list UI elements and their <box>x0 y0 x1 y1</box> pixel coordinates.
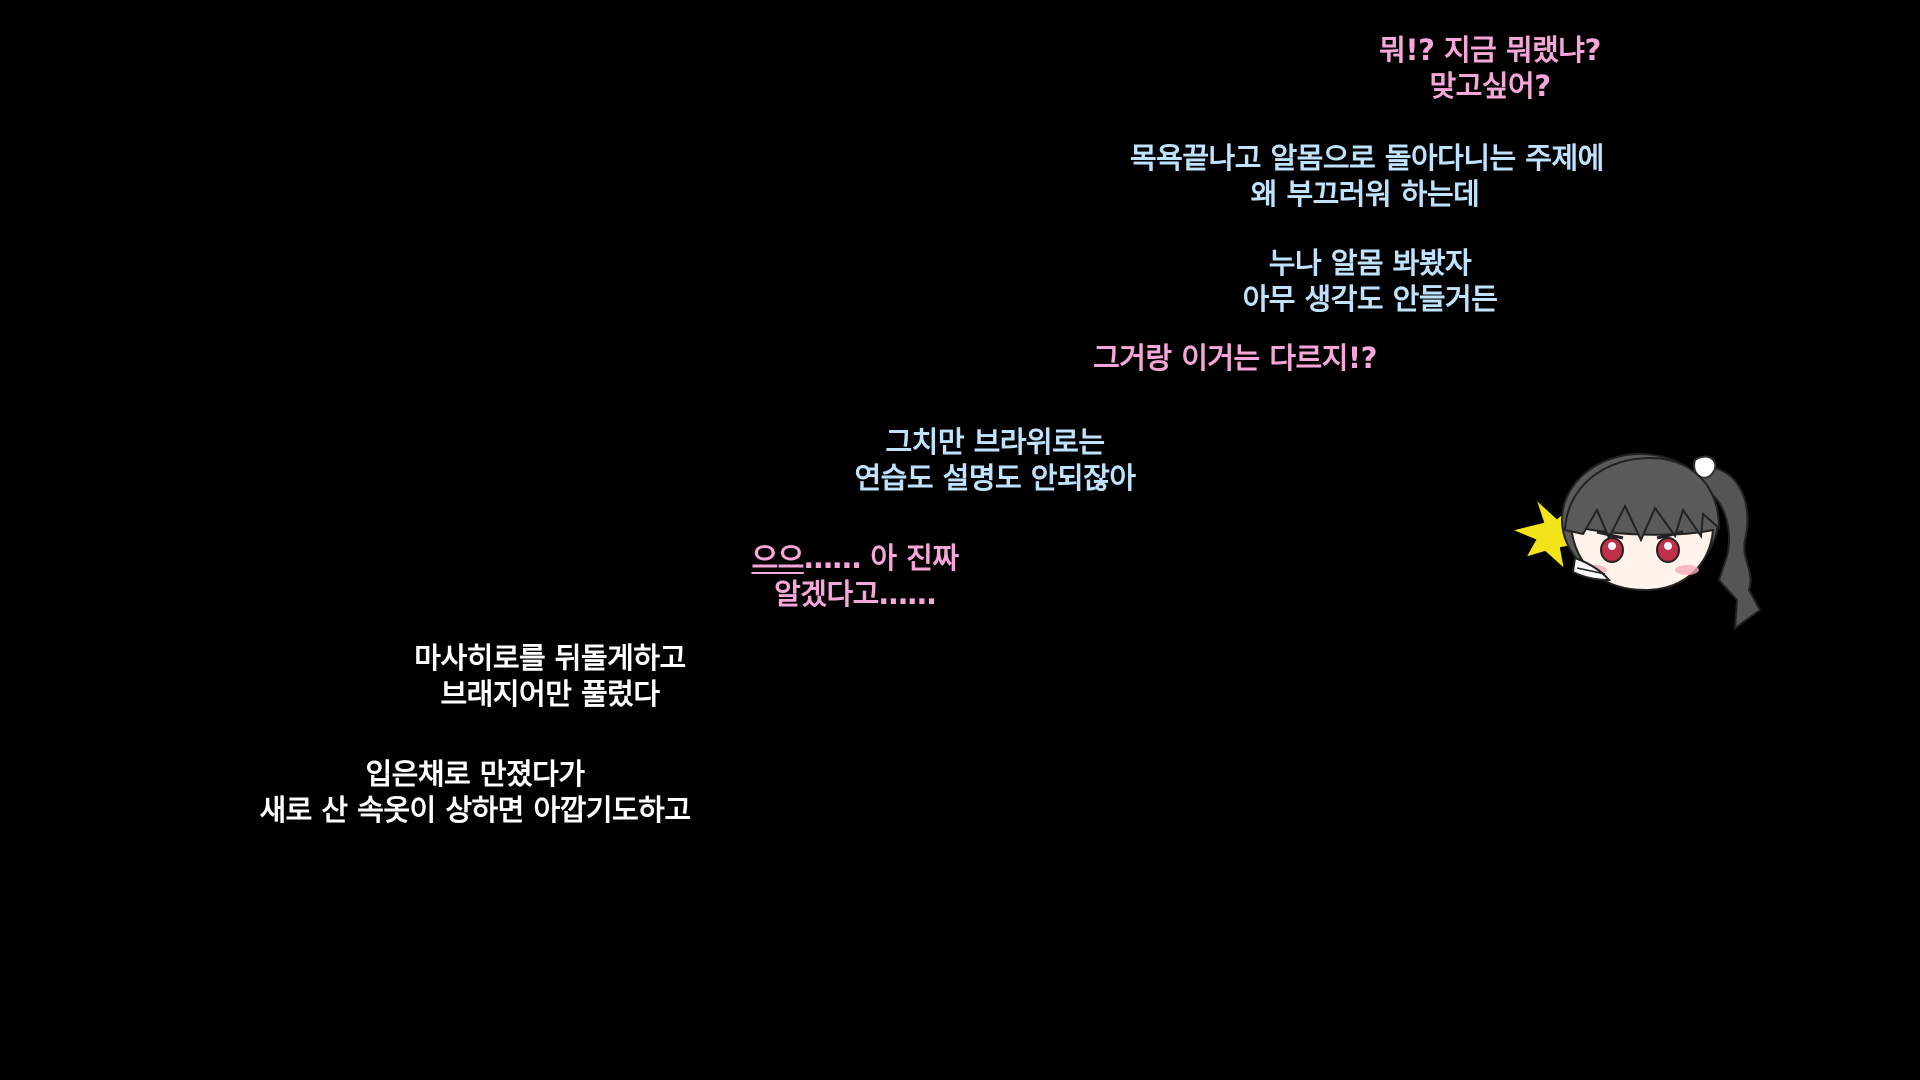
dialogue-6: 으으…… 아 진짜 알겠다고…… <box>740 540 970 612</box>
dialogue-1: 뭐!? 지금 뭐랬냐? 맞고싶어? <box>1375 32 1605 104</box>
dialogue-3: 누나 알몸 봐봤자 아무 생각도 안들거든 <box>1225 245 1515 317</box>
dialogue-6-line-1: 으으…… 아 진짜 <box>740 540 970 576</box>
dialogue-5-line-1: 그치만 브라위로는 <box>885 425 1105 459</box>
dialogue-5: 그치만 브라위로는 연습도 설명도 안되잖아 <box>850 424 1140 496</box>
dialogue-2-line-2: 왜 부끄러워 하는데 <box>1250 177 1480 211</box>
dialogue-4-line-1: 그거랑 이거는 다르지!? <box>1093 341 1377 375</box>
dialogue-7: 마사히로를 뒤돌게하고 브래지어만 풀렀다 <box>405 640 695 712</box>
dialogue-2-line-1: 목욕끝나고 알몸으로 돌아다니는 주제에 <box>1130 141 1604 175</box>
dialogue-6-line-1-rest: …… 아 진짜 <box>803 541 959 575</box>
dialogue-8-line-1: 입은채로 만졌다가 <box>365 757 585 791</box>
dialogue-2: 목욕끝나고 알몸으로 돌아다니는 주제에 왜 부끄러워 하는데 <box>1130 140 1604 212</box>
dialogue-7-line-2: 브래지어만 풀렀다 <box>440 677 660 711</box>
dialogue-3-line-2: 아무 생각도 안들거든 <box>1242 282 1498 316</box>
dialogue-8: 입은채로 만졌다가 새로 산 속옷이 상하면 아깝기도하고 <box>255 756 695 828</box>
dialogue-6-underlined: 으으 <box>751 541 804 575</box>
angry-girl-chibi-icon <box>1507 453 1762 631</box>
dialogue-6-line-2: 알겠다고…… <box>774 577 936 611</box>
dialogue-3-line-1: 누나 알몸 봐봤자 <box>1268 246 1472 280</box>
dialogue-1-line-1: 뭐!? 지금 뭐랬냐? <box>1379 33 1601 67</box>
dialogue-1-line-2: 맞고싶어? <box>1429 69 1551 103</box>
dialogue-5-line-2: 연습도 설명도 안되잖아 <box>854 461 1137 495</box>
dialogue-7-line-1: 마사히로를 뒤돌게하고 <box>414 641 686 675</box>
dialogue-4: 그거랑 이거는 다르지!? <box>1090 340 1380 376</box>
dialogue-8-line-2: 새로 산 속옷이 상하면 아깝기도하고 <box>259 793 691 827</box>
